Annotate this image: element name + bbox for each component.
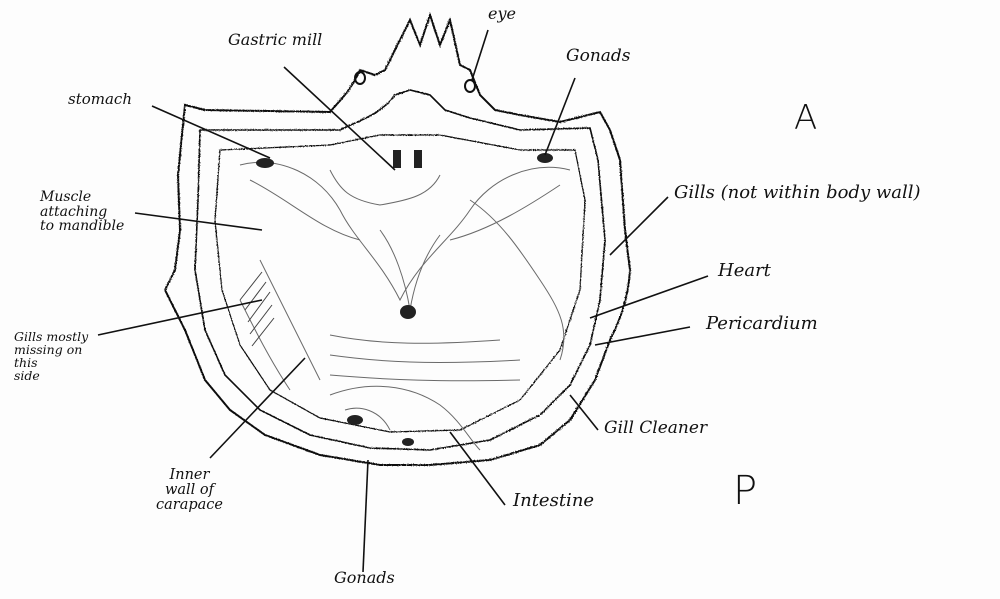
label-pericardium: Pericardium [706, 315, 818, 334]
posterior-marker: P [733, 468, 757, 514]
label-gonads-bottom: Gonads [334, 570, 395, 587]
left-gill-fragment [240, 272, 274, 346]
label-gills-right: Gills (not within body wall) [674, 184, 921, 203]
anterior-marker: A [794, 98, 817, 138]
label-heart: Heart [718, 262, 771, 281]
label-muscle: Muscle attaching to mandible [40, 190, 124, 234]
label-gastric-mill: Gastric mill [228, 32, 322, 49]
label-eye: eye [488, 6, 516, 23]
label-stomach: stomach [68, 92, 132, 108]
label-gonads-top: Gonads [566, 48, 631, 66]
organ-dark-spots [256, 150, 553, 446]
label-intestine: Intestine [513, 492, 594, 511]
label-inner-wall: Inner wall of carapace [156, 468, 223, 514]
label-gill-cleaner: Gill Cleaner [604, 420, 707, 438]
carapace-outline [165, 15, 630, 465]
label-gills-left: Gills mostly missing on this side [14, 330, 88, 383]
